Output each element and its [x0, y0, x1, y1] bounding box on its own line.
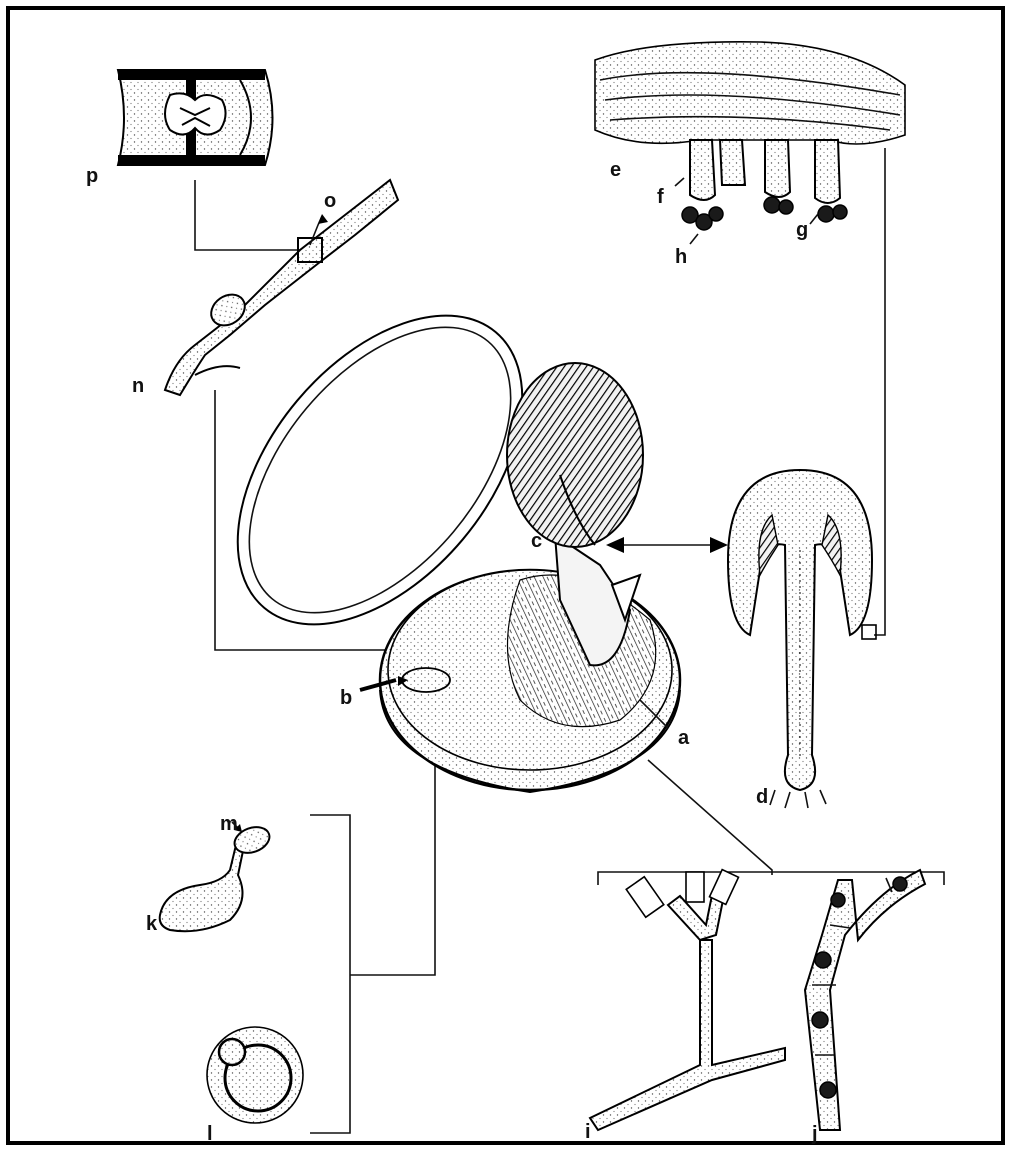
label-k: k	[146, 913, 158, 935]
connector-e-d	[874, 148, 885, 635]
connector-dish-hyphae	[648, 760, 772, 875]
bracket-k-l	[310, 815, 350, 1133]
label-b: b	[340, 687, 352, 709]
hymenium-section-e	[595, 42, 905, 244]
petri-dish	[360, 570, 680, 792]
yeast-cell-l	[207, 1027, 303, 1123]
label-p: p	[86, 165, 98, 187]
label-g: g	[796, 219, 808, 241]
label-o: o	[324, 190, 336, 212]
label-c: c	[531, 530, 542, 552]
label-n: n	[132, 375, 144, 397]
connector-p-o	[195, 180, 300, 250]
label-e: e	[610, 159, 621, 181]
label-l: l	[207, 1123, 213, 1145]
mushroom-section-d	[728, 470, 876, 808]
clamp-hypha-n	[165, 180, 398, 395]
yeast-colony	[402, 668, 450, 692]
label-d: d	[756, 786, 768, 808]
septum-cross-section-p	[118, 70, 273, 165]
label-i: i	[585, 1121, 591, 1143]
label-m: m	[220, 813, 238, 835]
hyphae-i	[590, 870, 785, 1130]
hyphae-j	[805, 870, 925, 1130]
label-f: f	[657, 186, 664, 208]
label-a: a	[678, 727, 690, 749]
label-j: j	[811, 1123, 818, 1145]
label-h: h	[675, 246, 687, 268]
bracket-i-j	[598, 872, 944, 885]
basidia	[690, 140, 840, 203]
budding-yeast-k	[160, 822, 273, 931]
